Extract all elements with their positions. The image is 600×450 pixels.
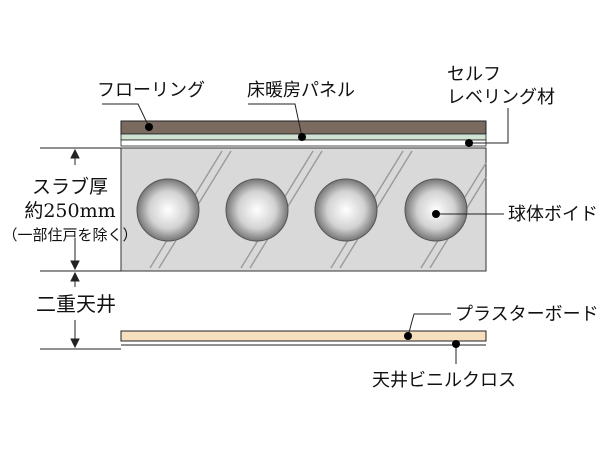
- flooring-layer: [120, 120, 487, 135]
- label-ceiling-vinyl-cloth: 天井ビニルクロス: [372, 370, 516, 391]
- label-self-leveling-1: セルフ: [447, 64, 501, 85]
- spherical-void: [225, 178, 289, 242]
- spherical-void: [314, 178, 378, 242]
- label-slab-thickness-2: 約250mm: [24, 200, 115, 222]
- self-leveling-layer: [120, 139, 487, 147]
- label-self-leveling-2: レベリング材: [447, 87, 555, 108]
- plaster-board-layer: [120, 330, 487, 342]
- spherical-void: [136, 178, 200, 242]
- label-slab-thickness-1: スラブ厚: [32, 175, 108, 198]
- leader-lines: [102, 103, 509, 364]
- leader-dots: [145, 123, 473, 348]
- label-slab-thickness-3: （一部住戸を除く）: [2, 226, 137, 244]
- label-plaster-board: プラスターボード: [455, 304, 599, 325]
- label-double-ceiling: 二重天井: [36, 292, 116, 316]
- dimension-lines: [40, 147, 121, 350]
- label-flooring: フローリング: [97, 80, 205, 101]
- label-floor-heating-panel: 床暖房パネル: [247, 80, 355, 101]
- label-spherical-void: 球体ボイド: [508, 204, 598, 225]
